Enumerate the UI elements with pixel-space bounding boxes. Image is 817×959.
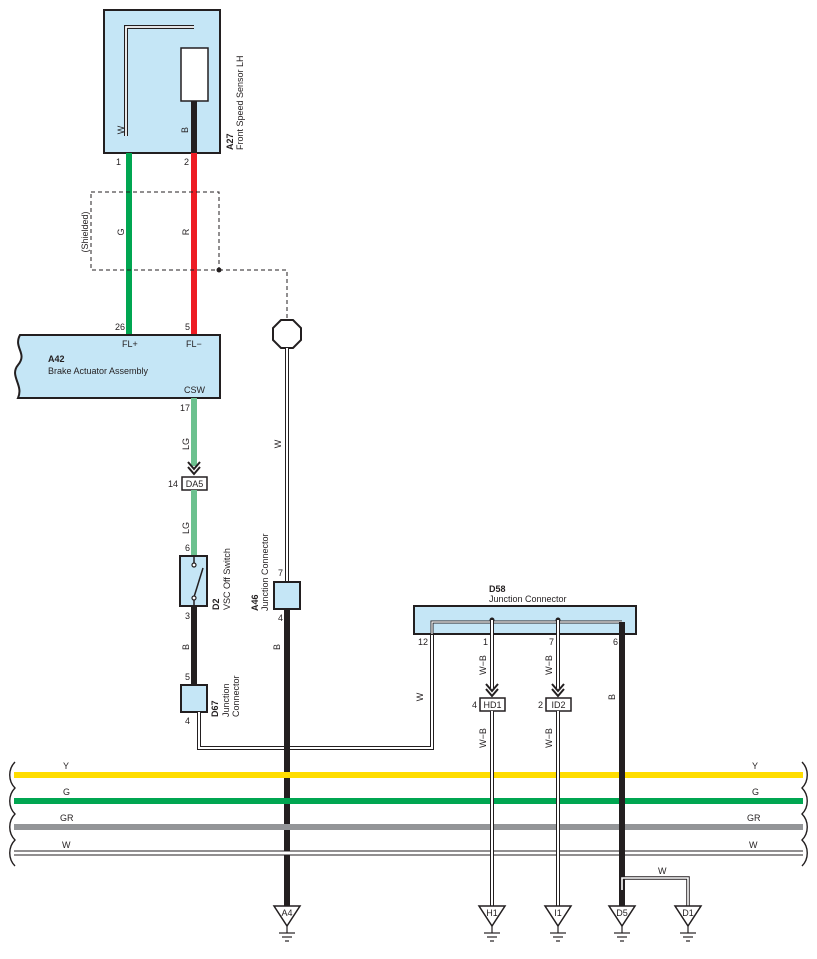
d2-pin-3: 3 bbox=[185, 611, 190, 621]
shielded-label: (Shielded) bbox=[80, 211, 90, 252]
a46-name: Junction Connector bbox=[260, 533, 270, 611]
wire-w-d58-label: W bbox=[415, 692, 425, 701]
a46-code: A46 bbox=[250, 594, 260, 611]
junction-connector-d58[interactable] bbox=[413, 605, 637, 635]
ground-icon bbox=[607, 905, 637, 928]
ground-i1[interactable]: I1 bbox=[543, 905, 573, 942]
a46-pin-7: 7 bbox=[278, 568, 283, 578]
wire-g-label: G bbox=[116, 228, 126, 235]
a27-wire-w-label: W bbox=[116, 125, 126, 134]
ground-icon bbox=[272, 905, 302, 928]
da5-label: DA5 bbox=[186, 479, 204, 489]
wire-b-d58-label: B bbox=[607, 694, 617, 700]
shield-connector-octagon[interactable] bbox=[272, 319, 302, 349]
da5-chevron-icon bbox=[187, 461, 201, 476]
d58-pin-7: 7 bbox=[549, 637, 554, 647]
id2-label: ID2 bbox=[551, 700, 565, 710]
wire-w-d5-label: W bbox=[658, 866, 667, 876]
ground-d1[interactable]: D1 bbox=[673, 905, 703, 942]
bus-break-left bbox=[9, 761, 16, 867]
id2-pin-2: 2 bbox=[538, 700, 543, 710]
ground-icon bbox=[543, 905, 573, 928]
hd1-label: HD1 bbox=[483, 700, 501, 710]
d67-name-line-1: Junction bbox=[221, 683, 231, 717]
wire-wb-hd1-upper-label: W−B bbox=[478, 655, 488, 675]
d67-pin-4: 4 bbox=[185, 716, 190, 726]
d2-name: VSC Off Switch bbox=[222, 548, 232, 610]
ground-h1-label: H1 bbox=[486, 908, 498, 918]
wire-w-d5-d1 bbox=[621, 877, 689, 906]
ground-d5-label: D5 bbox=[616, 908, 628, 918]
bus-g-label-left: G bbox=[63, 787, 70, 797]
shield-junction-dot bbox=[216, 267, 222, 273]
shield-box bbox=[90, 191, 220, 271]
a42-pin-17: 17 bbox=[180, 403, 190, 413]
a46-pin-4: 4 bbox=[278, 613, 283, 623]
ground-d1-label: D1 bbox=[682, 908, 694, 918]
shield-drain-wire bbox=[219, 269, 288, 320]
ground-icon bbox=[673, 905, 703, 928]
d67-code: D67 bbox=[210, 700, 220, 717]
d67-name-line-2: Connector bbox=[231, 675, 241, 717]
a27-code: A27 bbox=[225, 133, 235, 150]
a42-code: A42 bbox=[48, 354, 65, 364]
a42-pin-26: 26 bbox=[115, 322, 125, 332]
ground-h1[interactable]: H1 bbox=[477, 905, 507, 942]
id2-chevron-icon bbox=[551, 683, 565, 698]
a27-name: Front Speed Sensor LH bbox=[235, 55, 245, 150]
switch-contact-icon bbox=[193, 567, 204, 598]
a42-fl-plus: FL+ bbox=[122, 339, 138, 349]
d58-code: D58 bbox=[489, 584, 506, 594]
a42-pin-5: 5 bbox=[185, 322, 190, 332]
hd1-chevron-icon bbox=[485, 683, 499, 698]
bus-gr-label-right: GR bbox=[747, 813, 761, 823]
wire-wb-id2-lower-label: W−B bbox=[544, 728, 554, 748]
junction-connector-d67[interactable] bbox=[180, 684, 208, 713]
d2-code: D2 bbox=[211, 598, 221, 610]
wire-lg-upper-label: LG bbox=[181, 438, 191, 450]
d58-pin-1: 1 bbox=[483, 637, 488, 647]
bus-w-label-left: W bbox=[62, 840, 71, 850]
wire-wb-id2-upper-label: W−B bbox=[544, 655, 554, 675]
wire-b-a46-label: B bbox=[272, 644, 282, 650]
ground-i1-label: I1 bbox=[554, 908, 562, 918]
wire-wb-hd1-lower-label: W−B bbox=[478, 728, 488, 748]
bus-y-label-right: Y bbox=[752, 761, 758, 771]
ground-a4[interactable]: A4 bbox=[272, 905, 302, 942]
a27-pin-1: 1 bbox=[116, 157, 121, 167]
wire-w-a46-label: W bbox=[273, 439, 283, 448]
ground-a4-label: A4 bbox=[281, 908, 292, 918]
front-speed-sensor-a27[interactable] bbox=[103, 9, 221, 154]
a42-fl-minus: FL− bbox=[186, 339, 202, 349]
junction-connector-a46[interactable] bbox=[273, 581, 301, 610]
bus-gr-label-left: GR bbox=[60, 813, 74, 823]
a27-pin-2: 2 bbox=[184, 157, 189, 167]
wire-r-label: R bbox=[181, 228, 191, 235]
wire-lg-lower-label: LG bbox=[181, 522, 191, 534]
da5-pin-14: 14 bbox=[168, 479, 178, 489]
d58-pin-12: 12 bbox=[418, 637, 428, 647]
bus-y-label-left: Y bbox=[63, 761, 69, 771]
ground-d5[interactable]: D5 bbox=[607, 905, 637, 942]
bus-g-label-right: G bbox=[752, 787, 759, 797]
bus-break-right bbox=[801, 761, 808, 867]
d58-name: Junction Connector bbox=[489, 594, 567, 604]
wire-b-d2-label: B bbox=[181, 644, 191, 650]
d2-pin-6: 6 bbox=[185, 543, 190, 553]
brake-actuator-a42[interactable] bbox=[14, 334, 221, 399]
bus-w-label-right: W bbox=[749, 840, 758, 850]
hd1-pin-4: 4 bbox=[472, 700, 477, 710]
d67-pin-5: 5 bbox=[185, 672, 190, 682]
a42-name: Brake Actuator Assembly bbox=[48, 366, 149, 376]
d58-pin-6: 6 bbox=[613, 637, 618, 647]
a27-wire-b-label: B bbox=[180, 127, 190, 133]
ground-icon bbox=[477, 905, 507, 928]
a42-csw: CSW bbox=[184, 385, 206, 395]
